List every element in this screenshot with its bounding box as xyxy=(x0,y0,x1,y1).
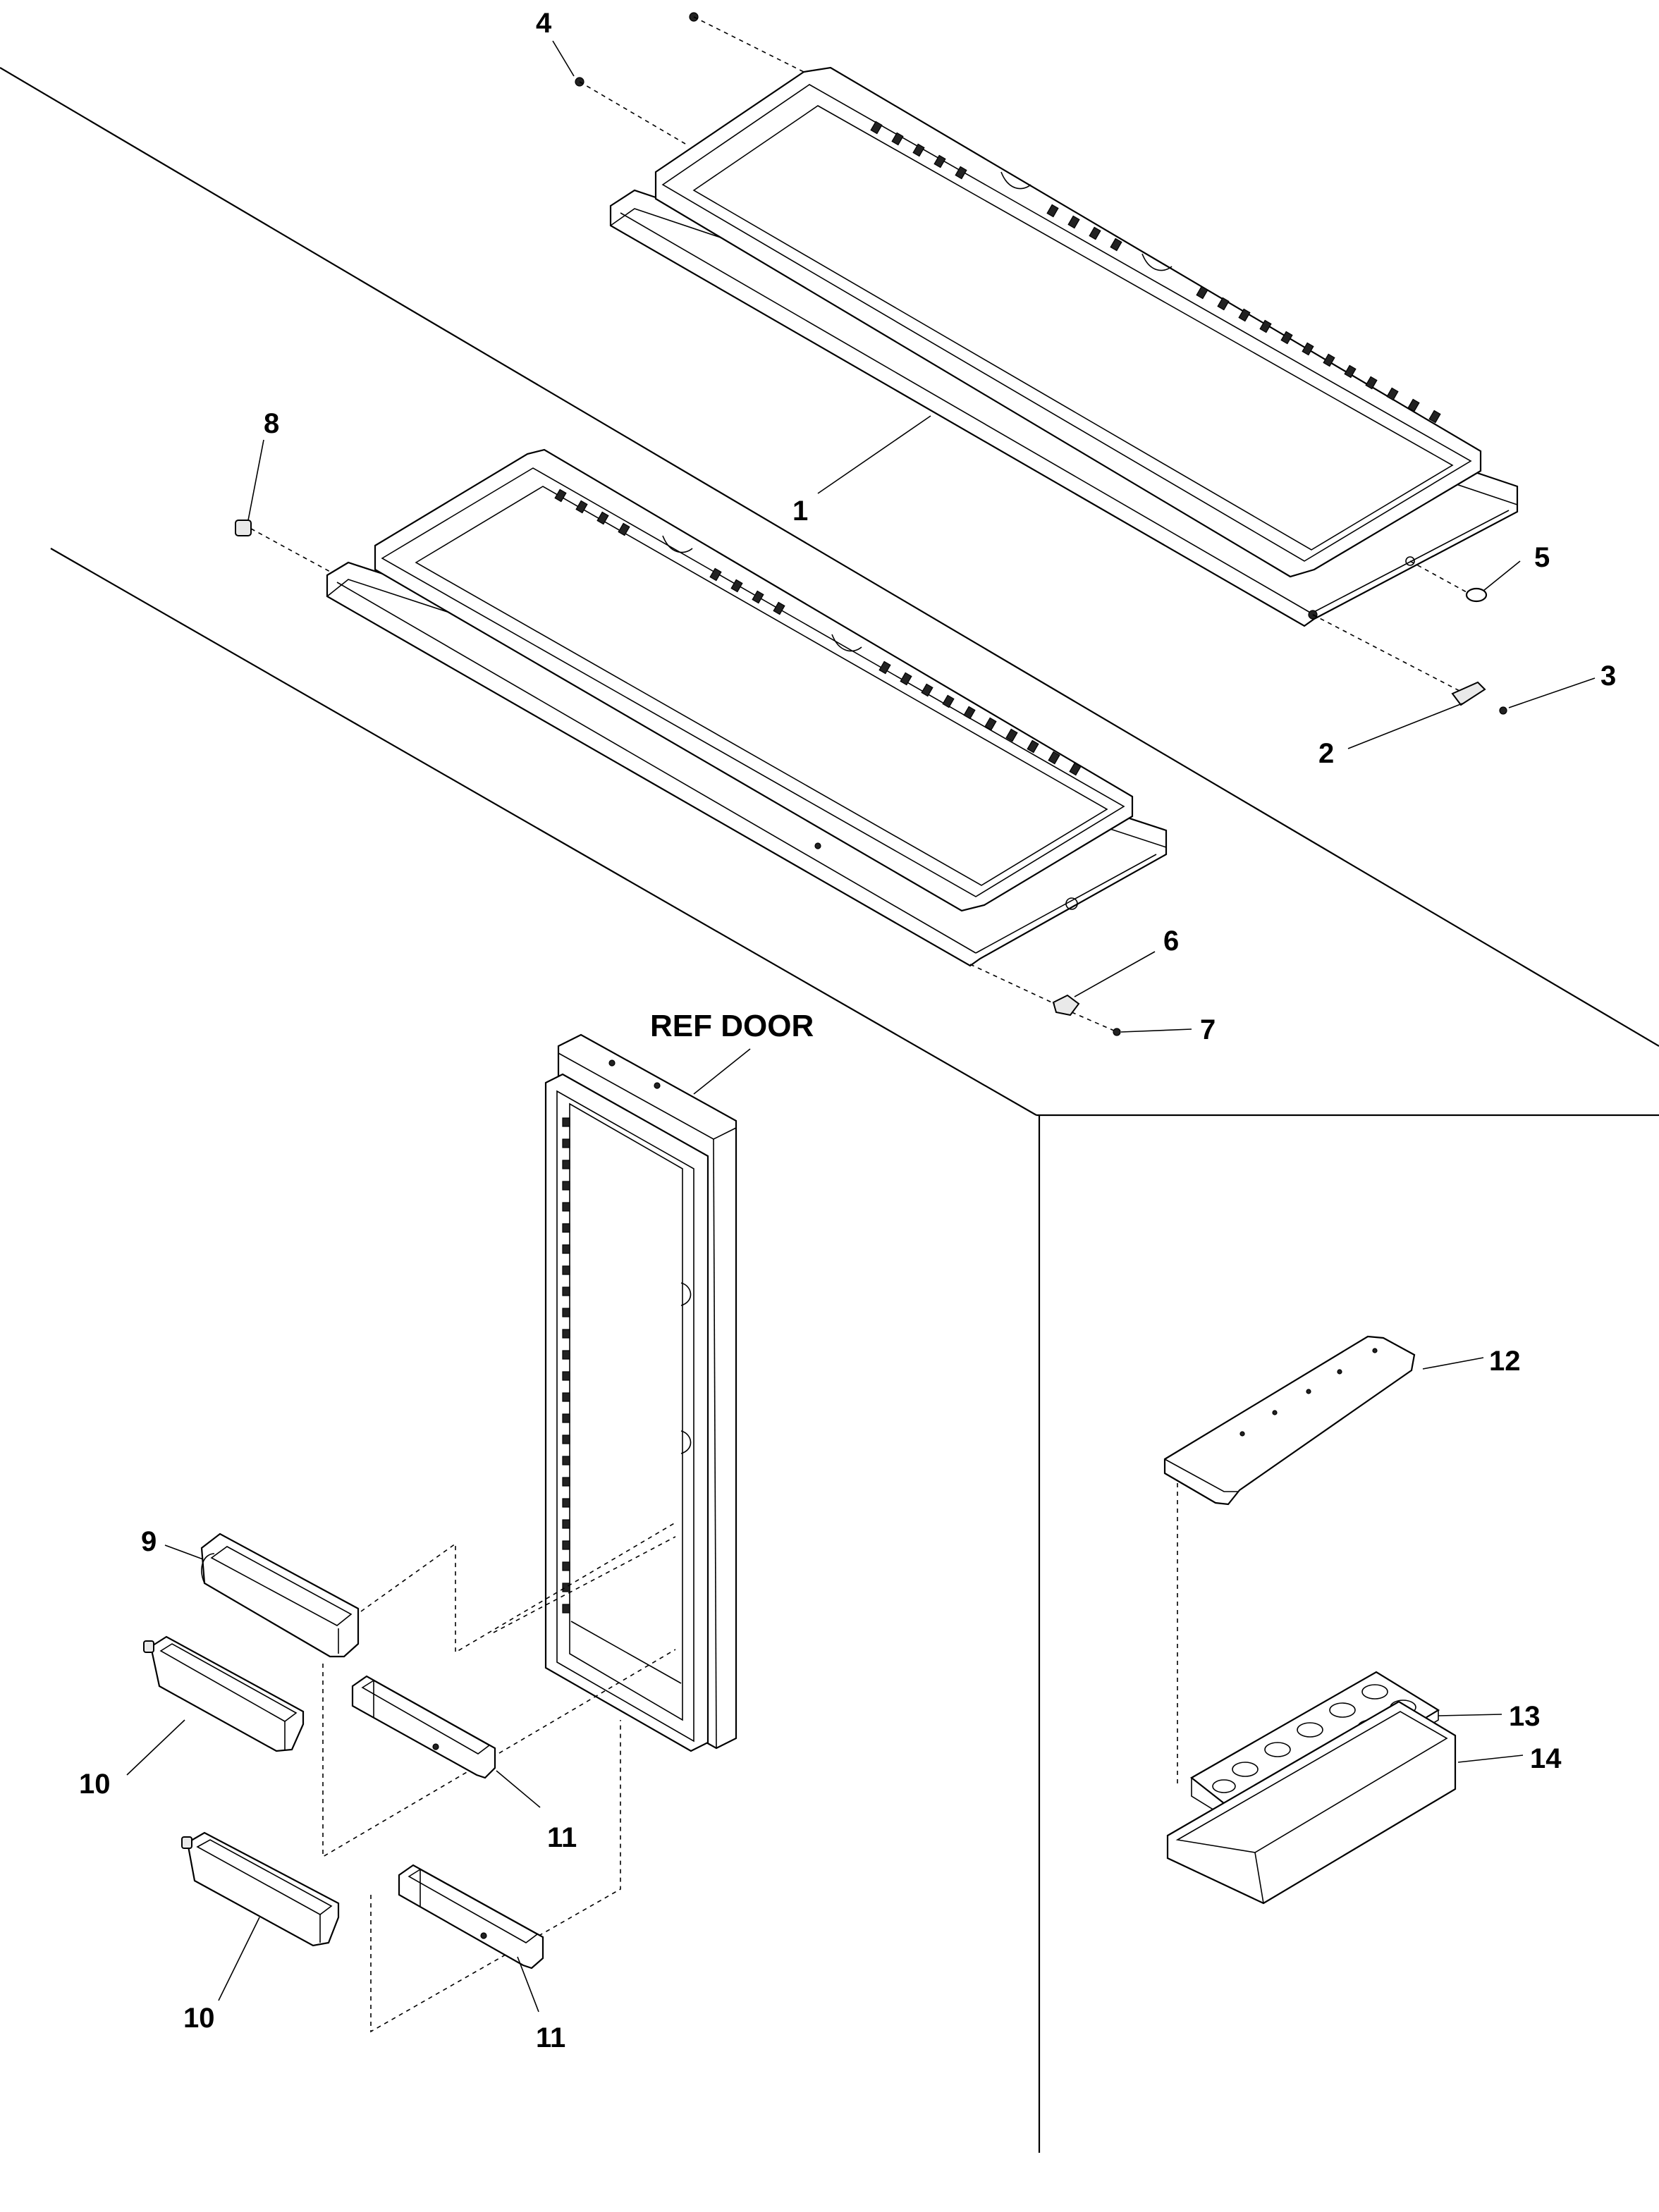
callout-5: 5 xyxy=(1534,542,1550,573)
refrigerator-door xyxy=(544,1033,737,1752)
assembly-lines xyxy=(322,1466,1178,2033)
egg-tray-base xyxy=(1166,1700,1457,1905)
callout-3: 3 xyxy=(1600,660,1616,692)
callout-13: 13 xyxy=(1509,1701,1541,1732)
callout-11-lower: 11 xyxy=(536,2022,565,2053)
vent-slots-lower xyxy=(554,489,1082,776)
egg-tray-lid xyxy=(1163,1335,1416,1506)
door-bin-11a xyxy=(351,1675,496,1779)
crisper-cover-upper xyxy=(609,66,1519,627)
callout-11-upper: 11 xyxy=(547,1822,577,1853)
door-bin-10a xyxy=(143,1635,305,1752)
callout-10-upper: 10 xyxy=(79,1769,111,1800)
vent-slots-upper xyxy=(870,121,1441,424)
callout-12: 12 xyxy=(1489,1346,1521,1377)
callout-9: 9 xyxy=(141,1526,157,1557)
pin-icon xyxy=(235,520,252,536)
ref-door-label: REF DOOR xyxy=(650,1009,814,1043)
door-bin-9 xyxy=(200,1532,360,1658)
door-bin-10b xyxy=(181,1831,340,1947)
plug-icon xyxy=(1465,587,1488,603)
leader-lines xyxy=(126,40,1596,2013)
screw-icon xyxy=(1113,1028,1121,1036)
callout-4: 4 xyxy=(536,8,552,39)
callout-7: 7 xyxy=(1200,1014,1216,1045)
callout-6: 6 xyxy=(1163,926,1179,957)
cam-icon xyxy=(1052,994,1080,1016)
callouts: 4 8 1 5 3 2 6 7 REF DOOR 9 10 11 10 11 1… xyxy=(79,8,1616,2053)
callout-14: 14 xyxy=(1530,1743,1562,1774)
hinge-bracket-icon xyxy=(1451,681,1486,706)
callout-2: 2 xyxy=(1318,738,1334,769)
callout-8: 8 xyxy=(264,408,279,439)
hardware xyxy=(235,12,1507,1036)
crisper-cover-lower xyxy=(326,448,1168,967)
screw-icon xyxy=(1499,706,1507,715)
door-bin-11b xyxy=(398,1864,544,1970)
callout-1: 1 xyxy=(792,496,808,527)
cabinet-outline xyxy=(0,67,1659,2153)
callout-10-lower: 10 xyxy=(183,2003,215,2034)
door-shelf-slots xyxy=(562,1117,570,1614)
